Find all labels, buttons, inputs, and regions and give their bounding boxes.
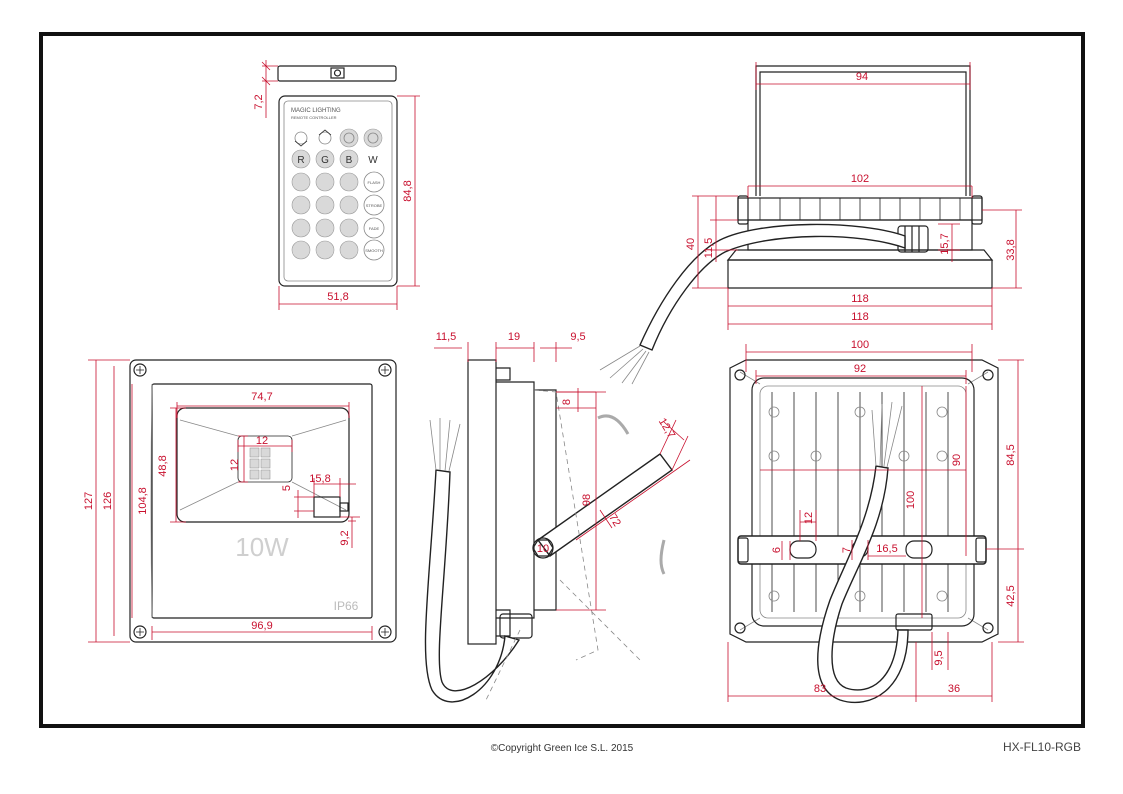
dim-back-92: 92 <box>854 363 866 375</box>
dim-side-98: 98 <box>581 494 593 506</box>
dim-front-96-9: 96,9 <box>251 620 272 632</box>
dim-side-top-19: 19 <box>508 331 520 343</box>
remote-flash-label: FLASH <box>368 180 381 185</box>
remote-label-g: G <box>321 155 329 166</box>
remote-smooth-label: SMOOTH <box>365 248 383 253</box>
dim-side-40: 40 <box>685 238 697 250</box>
dim-bottom-118-a: 118 <box>851 293 869 305</box>
dim-back-100-top: 100 <box>851 339 869 351</box>
dim-back-36: 36 <box>948 683 960 695</box>
dim-side-top-9-5: 9,5 <box>570 331 585 343</box>
back-view-dimension-lines <box>727 344 1024 702</box>
remote-subtitle: REMOTE CONTROLLER <box>291 115 337 120</box>
dim-back-84-5: 84,5 <box>1005 444 1017 465</box>
dim-side-8: 8 <box>561 399 573 405</box>
dim-front-48-8: 48,8 <box>157 455 169 476</box>
dim-back-9-5: 9,5 <box>933 650 945 665</box>
top-view-dimension-lines <box>692 62 1022 330</box>
dim-remote-thickness: 7,2 <box>253 94 265 109</box>
dim-side-33-8: 33,8 <box>1005 239 1017 260</box>
dim-side-15-7: 15,7 <box>939 233 951 254</box>
side-view-dimension-lines <box>434 342 691 611</box>
remote-color-buttons <box>291 172 359 260</box>
dim-front-12-w: 12 <box>256 435 268 447</box>
dim-front-5: 5 <box>281 485 293 491</box>
dim-side-top-11-5: 11,5 <box>436 331 457 343</box>
dim-back-100-mid: 100 <box>905 491 917 509</box>
dim-front-12-h: 12 <box>229 459 241 471</box>
remote-label-r: R <box>297 155 304 166</box>
remote-label-w: W <box>368 155 378 166</box>
back-view-floodlight <box>729 359 999 704</box>
dim-front-9-2: 9,2 <box>339 530 351 545</box>
front-view-dimension-lines <box>88 359 373 643</box>
remote-front-view: MAGIC LIGHTING REMOTE CONTROLLER R G B W <box>278 95 398 287</box>
remote-mode-buttons: FLASH STROBE FADE SMOOTH <box>363 171 385 261</box>
remote-rgbw-row: R G B W <box>291 149 378 169</box>
dim-front-126: 126 <box>102 492 114 510</box>
side-view-floodlight <box>424 359 673 703</box>
dim-back-90: 90 <box>951 454 963 466</box>
corner-screws <box>133 363 392 639</box>
dim-front-15-8: 15,8 <box>309 473 330 485</box>
dim-remote-width: 51,8 <box>327 291 348 303</box>
dim-bottom-118-b: 118 <box>851 311 869 323</box>
remote-brand: MAGIC LIGHTING <box>291 108 341 114</box>
dim-front-104-8: 104,8 <box>137 487 149 515</box>
dim-remote-height: 84,8 <box>402 180 414 201</box>
dim-side-72: 72 <box>606 512 623 529</box>
remote-label-b: B <box>346 155 353 166</box>
remote-strobe-label: STROBE <box>366 203 383 208</box>
model-code: HX-FL10-RGB <box>1003 740 1081 754</box>
dim-back-16-5: 16,5 <box>876 543 897 555</box>
dim-back-12: 12 <box>803 512 815 524</box>
dim-back-7: 7 <box>841 547 853 553</box>
remote-dimension-lines <box>261 60 420 310</box>
remote-direction-icons <box>294 128 383 148</box>
dim-back-83: 83 <box>814 683 826 695</box>
dim-front-74-7: 74,7 <box>251 391 272 403</box>
power-rating-label: 10W <box>235 532 289 562</box>
dim-bracket-width: 94 <box>856 71 868 83</box>
dim-front-127: 127 <box>83 492 95 510</box>
dim-side-10: 10 <box>537 543 549 555</box>
dim-side-11-5: 11,5 <box>703 238 715 259</box>
remote-fade-label: FADE <box>369 226 380 231</box>
drawing-border <box>39 32 1085 728</box>
top-view-floodlight <box>599 65 994 385</box>
front-view-floodlight: 10W IP66 <box>129 359 397 643</box>
dim-back-6: 6 <box>771 547 783 553</box>
dim-back-42-5: 42,5 <box>1005 585 1017 606</box>
dim-body-102: 102 <box>851 173 869 185</box>
copyright-notice: ©Copyright Green Ice S.L. 2015 <box>491 743 634 754</box>
remote-top-view <box>277 65 397 82</box>
dim-side-12-7: 12,7 <box>656 416 678 441</box>
ip-rating-label: IP66 <box>334 599 359 613</box>
